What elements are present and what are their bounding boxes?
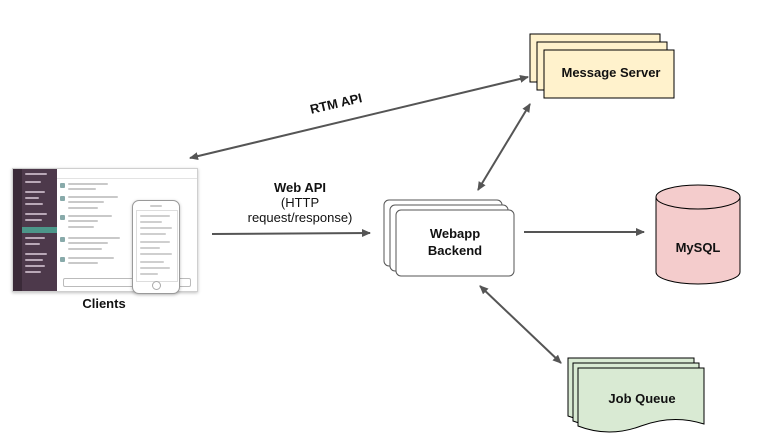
client-sidebar: [13, 169, 57, 291]
job-queue-label: Job Queue: [608, 391, 676, 406]
backend-message-server-arrow: [477, 103, 531, 191]
web-api-label-line3: request/response): [247, 210, 353, 225]
mysql-cylinder: [655, 184, 741, 285]
rtm-api-arrow: [189, 74, 529, 161]
web-api-arrow: [211, 229, 371, 238]
backend-job-queue-arrow: [479, 285, 562, 364]
webapp-backend-shape: [383, 199, 515, 277]
message-server-label: Message Server: [561, 65, 661, 80]
client-phone-screenshot: [132, 200, 180, 294]
job-queue-shape: [567, 357, 705, 433]
message-server-shape: [529, 33, 675, 99]
clients-label: Clients: [82, 296, 126, 311]
web-api-label-line2: (HTTP: [280, 195, 320, 210]
web-api-label: Web API (HTTP request/response): [220, 180, 380, 225]
web-api-label-title: Web API: [273, 180, 326, 195]
webapp-backend-label-line2: Backend: [427, 243, 483, 258]
mysql-label: MySQL: [675, 240, 721, 255]
webapp-backend-label: Webapp Backend: [396, 225, 514, 259]
webapp-backend-label-line1: Webapp: [429, 226, 481, 241]
